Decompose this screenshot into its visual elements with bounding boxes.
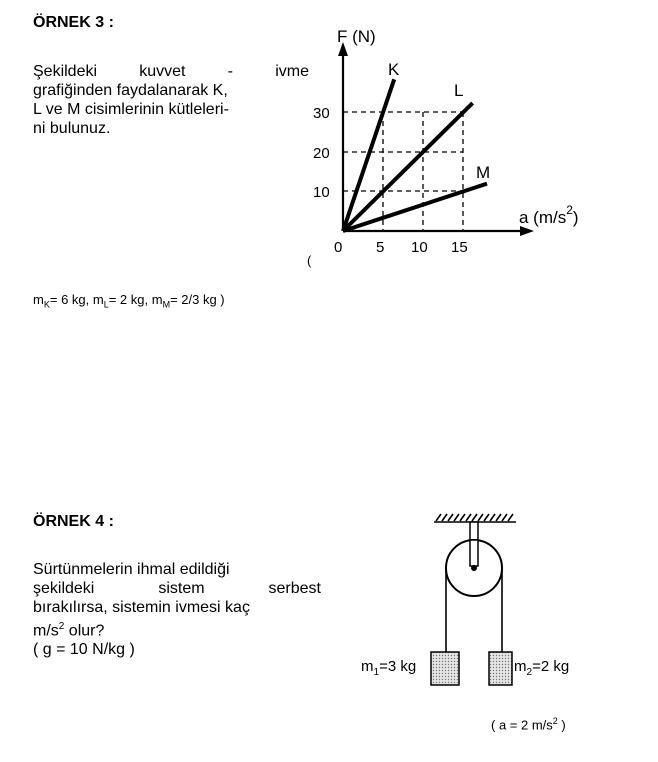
example4-question: Sürtünmelerin ihmal edildiği şekildeki s… [33,560,321,659]
y-tick-10: 10 [313,184,330,201]
series-label-l: L [454,81,463,100]
x-axis-label: a (m/s2) [519,203,579,227]
x-axis-arrow [520,226,534,236]
x-tick-10: 10 [411,239,428,256]
question-line: ( g = 10 N/kg ) [33,641,135,659]
mass-1-label: m1=3 kg [361,658,417,678]
y-tick-20: 20 [313,145,330,162]
answer-paren: ( [307,253,312,268]
x-tick-15: 15 [451,239,468,256]
question-line: bırakılırsa, sistemin ivmesi kaç [33,599,250,616]
question-line: Şekildeki kuvvet - ivme [33,63,309,80]
series-line-k [341,78,397,232]
pulley-axle-bracket [469,539,479,567]
question-line: m/s2 olur? [33,621,105,640]
pulley-diagram [430,513,516,686]
example4-title: ÖRNEK 4 : [33,513,114,530]
example3-answer: mK= 6 kg, mL= 2 kg, mM= 2/3 kg ) [33,292,225,310]
question-line: Sürtünmelerin ihmal edildiği [33,561,230,578]
series-lines [341,78,488,233]
series-line-m [342,181,488,233]
series-label-m: M [476,163,490,182]
y-axis-label: F (N) [337,27,376,46]
question-line: şekildeki sistem serbest [33,580,321,597]
origin-label: 0 [334,239,342,256]
question-line: grafiğinden faydalanarak K, [33,82,228,99]
y-axis-arrow [338,42,348,56]
series-label-k: K [388,60,400,79]
example3-title: ÖRNEK 3 : [33,14,114,31]
example4-answer: ( a = 2 m/s2 ) [491,716,566,733]
x-tick-5: 5 [376,239,384,256]
question-line: ni bulunuz. [33,120,111,137]
grid-lines [343,111,464,231]
mass-2-label: m2=2 kg [514,658,570,678]
series-line-l [341,101,475,233]
question-line: L ve M cisimlerinin kütleleri- [33,101,229,118]
force-acceleration-graph: F (N) a (m/s2) 0 5 10 15 10 20 30 K L M [313,27,579,256]
pulley-axle [471,565,477,571]
mass-1-block [430,651,460,686]
y-tick-30: 30 [313,105,330,122]
example3-question: Şekildeki kuvvet - ivme grafiğinden fayd… [33,62,309,138]
mass-2-block [488,651,513,686]
